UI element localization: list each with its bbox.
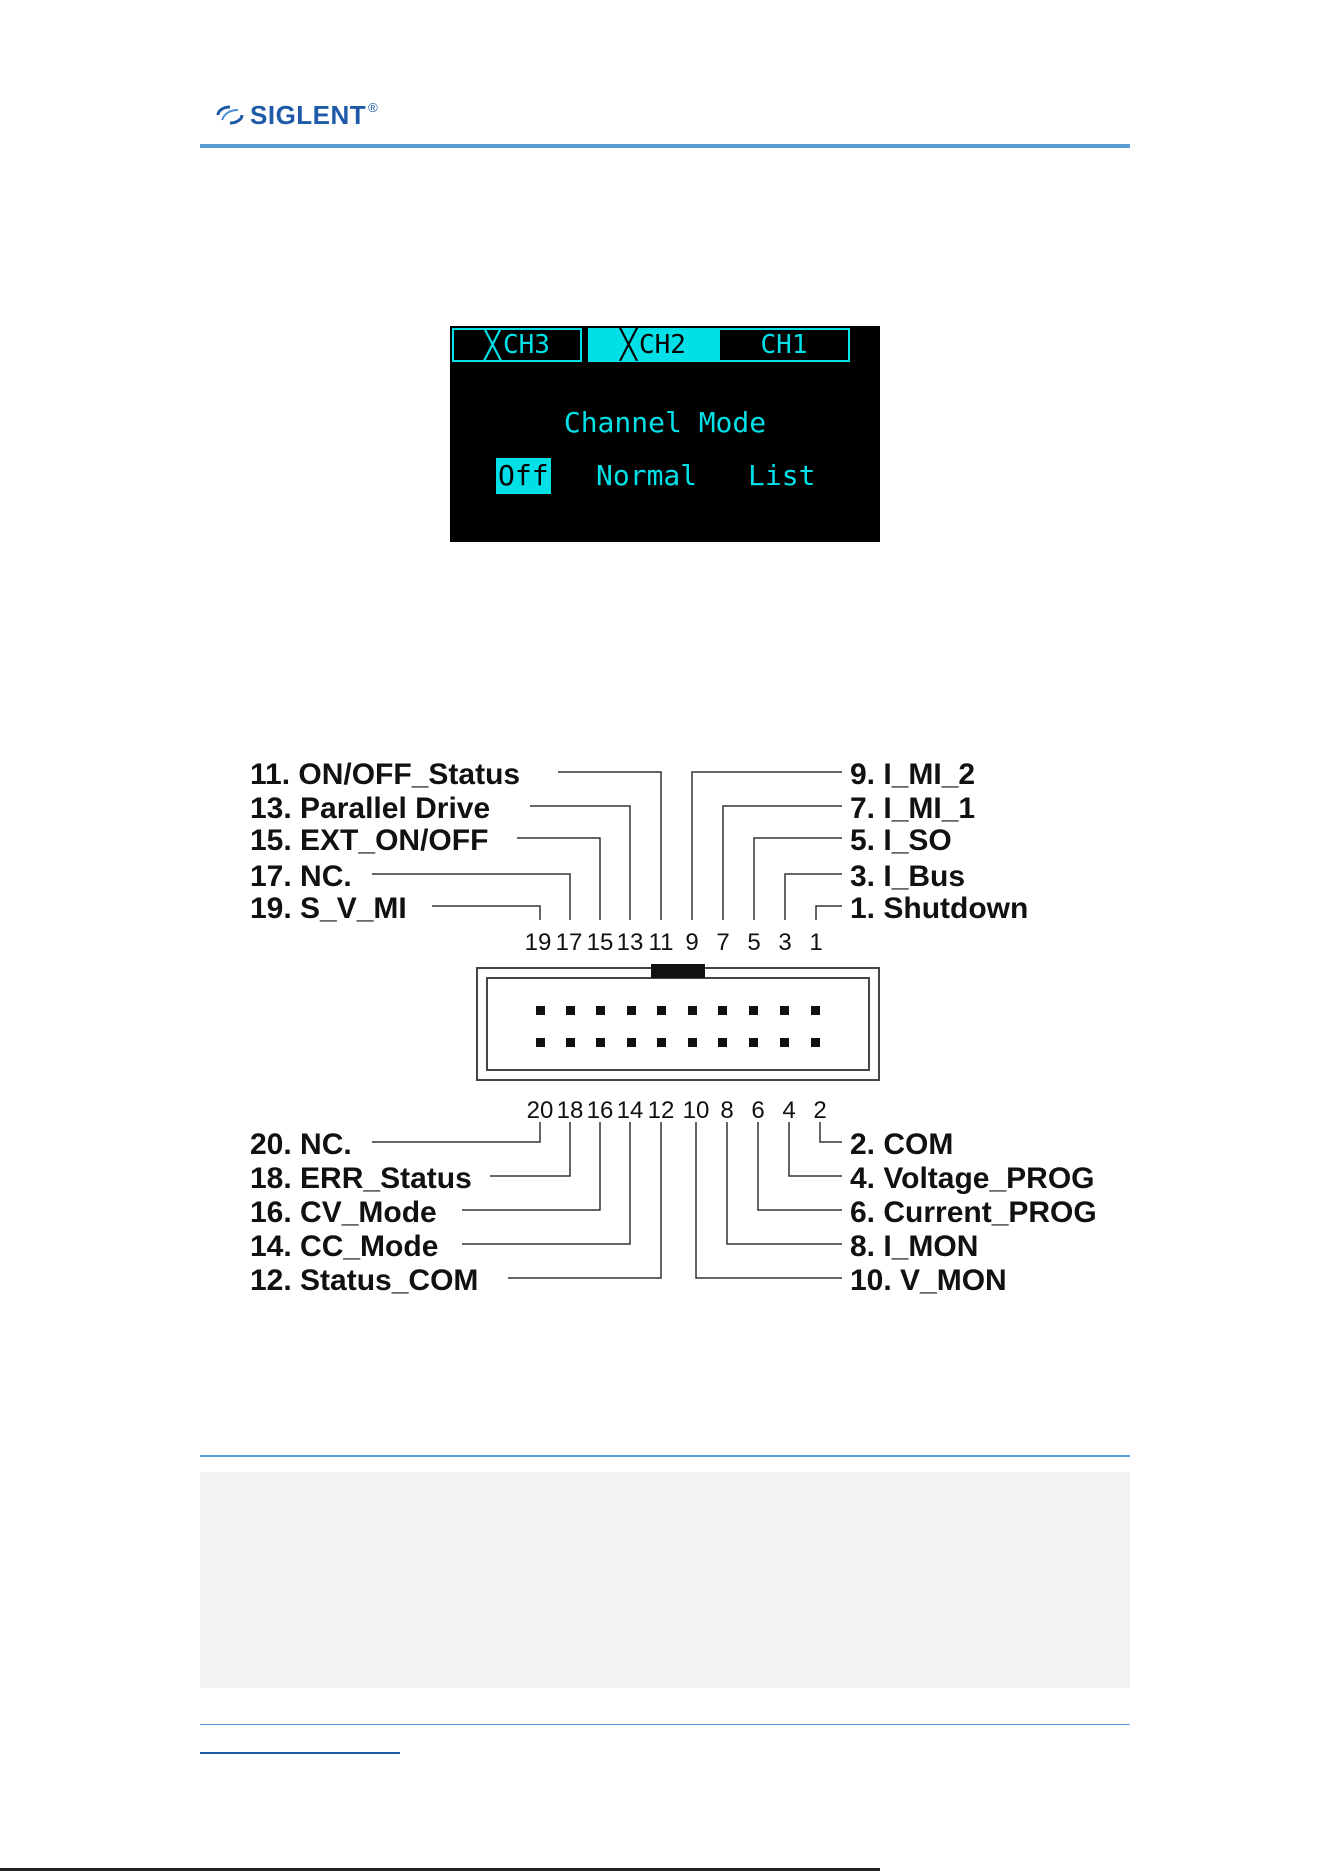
pin-label: 9. I_MI_2 — [850, 758, 975, 791]
tab-ch3[interactable]: ╳ CH3 — [452, 328, 582, 362]
connector-body — [476, 964, 880, 1081]
top-pin-numbers: 19 17 15 13 11 9 7 5 3 1 — [525, 929, 823, 956]
pin-number: 20 — [527, 1097, 554, 1124]
pin-number: 11 — [649, 929, 674, 956]
pin-label: 10. V_MON — [850, 1264, 1007, 1297]
tab-ch1[interactable]: CH1 — [718, 328, 850, 362]
top-right-leaders — [691, 771, 842, 920]
bottom-left-pin-labels: 20. NC. 18. ERR_Status 16. CV_Mode 14. C… — [250, 1128, 478, 1297]
pin-label: 20. NC. — [250, 1128, 352, 1161]
pin-number: 18 — [557, 1097, 584, 1124]
tab-ch3-label: CH3 — [502, 330, 550, 360]
pin-label: 2. COM — [850, 1128, 953, 1161]
pin-label: 16. CV_Mode — [250, 1196, 437, 1229]
ch3-off-icon: ╳ — [484, 328, 501, 361]
option-list[interactable]: List — [748, 459, 816, 492]
pin-number: 8 — [720, 1097, 733, 1124]
pin-label: 5. I_SO — [850, 824, 952, 857]
tab-ch2[interactable]: ╳ CH2 — [588, 328, 718, 362]
pin-number: 6 — [751, 1097, 764, 1124]
header-logo: SIGLENT ® — [212, 98, 378, 132]
pin-number: 1 — [809, 929, 822, 956]
pin-number: 13 — [617, 929, 644, 956]
pin-number: 4 — [782, 1097, 795, 1124]
channel-mode-title: Channel Mode — [563, 406, 767, 439]
option-off[interactable]: Off — [496, 458, 551, 494]
pin-number: 10 — [683, 1097, 710, 1124]
pin-label: 12. Status_COM — [250, 1264, 478, 1297]
tab-ch1-label: CH1 — [760, 330, 808, 360]
footer-link[interactable] — [200, 1752, 400, 1754]
pin-number: 19 — [525, 929, 552, 956]
pin-number: 3 — [778, 929, 791, 956]
pin-label: 3. I_Bus — [850, 860, 965, 893]
top-left-pin-labels: 11. ON/OFF_Status 13. Parallel Drive 15.… — [250, 758, 520, 925]
pin-label: 8. I_MON — [850, 1230, 978, 1263]
pin-label: 13. Parallel Drive — [250, 792, 490, 825]
pin-label: 18. ERR_Status — [250, 1162, 472, 1195]
option-normal[interactable]: Normal — [596, 459, 698, 492]
top-right-pin-labels: 9. I_MI_2 7. I_MI_1 5. I_SO 3. I_Bus 1. … — [850, 758, 1028, 925]
pin-grid — [536, 1006, 820, 1047]
pin-number: 12 — [648, 1097, 675, 1124]
pin-label: 19. S_V_MI — [250, 892, 407, 925]
pin-label: 6. Current_PROG — [850, 1196, 1097, 1229]
top-left-leaders — [372, 771, 662, 920]
connector-pinout-diagram: 19 17 15 13 11 9 7 5 3 1 20 18 16 14 12 … — [250, 758, 1097, 1297]
pin-label: 1. Shutdown — [850, 892, 1028, 925]
bottom-right-pin-labels: 2. COM 4. Voltage_PROG 6. Current_PROG 8… — [850, 1128, 1097, 1297]
brand-name: SIGLENT — [250, 99, 367, 130]
pin-number: 5 — [747, 929, 760, 956]
pin-label: 17. NC. — [250, 860, 352, 893]
pin-label: 7. I_MI_1 — [850, 792, 975, 825]
siglent-swirl-icon — [216, 105, 244, 125]
pin-number: 15 — [587, 929, 614, 956]
ch2-off-icon: ╳ — [620, 328, 637, 361]
pin-number: 16 — [587, 1097, 614, 1124]
footer-rule — [200, 1724, 1130, 1725]
pin-number: 9 — [685, 929, 698, 956]
pin-label: 11. ON/OFF_Status — [250, 758, 520, 791]
header-rule — [200, 144, 1130, 148]
pin-number: 2 — [813, 1097, 826, 1124]
pin-number: 14 — [617, 1097, 644, 1124]
pin-number: 7 — [716, 929, 729, 956]
pin-label: 15. EXT_ON/OFF — [250, 824, 488, 857]
lcd-screenshot: ╳ CH3 ╳ CH2 CH1 Channel Mode Off Normal … — [450, 326, 880, 542]
pin-label: 4. Voltage_PROG — [850, 1162, 1095, 1195]
pin-label: 14. CC_Mode — [250, 1230, 438, 1263]
tab-ch2-label: CH2 — [638, 330, 686, 360]
page-bottom-rule — [0, 1868, 880, 1871]
bottom-right-leaders — [695, 1122, 842, 1279]
registered-mark: ® — [368, 100, 378, 115]
pin-number: 17 — [556, 929, 583, 956]
bottom-left-leaders — [372, 1122, 662, 1279]
note-top-rule — [200, 1455, 1130, 1457]
bottom-pin-numbers: 20 18 16 14 12 10 8 6 4 2 — [527, 1097, 827, 1124]
note-box — [200, 1472, 1130, 1688]
